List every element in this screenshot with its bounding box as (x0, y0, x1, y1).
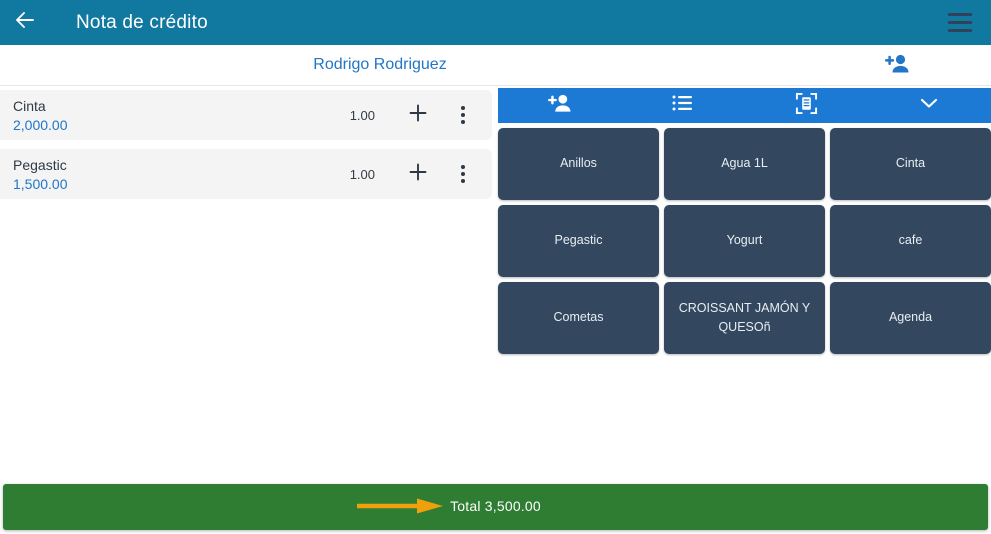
menu-bar-3 (948, 29, 972, 32)
cart-list: Cinta 2,000.00 1.00 Pegastic 1,500.00 1.… (0, 90, 492, 208)
cart-item-texts: Pegastic 1,500.00 (13, 157, 68, 192)
more-vertical-icon (461, 106, 465, 110)
product-tile[interactable]: Cometas (498, 282, 659, 354)
product-grid: Anillos Agua 1L Cinta Pegastic Yogurt ca… (498, 128, 991, 354)
plus-icon (406, 101, 430, 130)
back-arrow-icon (13, 8, 37, 37)
product-tile[interactable]: Agenda (830, 282, 991, 354)
more-vertical-dot (461, 113, 465, 117)
product-tile[interactable]: Pegastic (498, 205, 659, 277)
more-vertical-dot (461, 179, 465, 183)
table-row[interactable]: Cinta 2,000.00 1.00 (0, 90, 492, 140)
product-panel: Anillos Agua 1L Cinta Pegastic Yogurt ca… (498, 88, 991, 354)
cart-item-price: 1,500.00 (13, 175, 68, 192)
total-amount-label: Total 3,500.00 (450, 498, 541, 514)
cart-item-quantity: 1.00 (349, 107, 375, 123)
page-title: Nota de crédito (76, 11, 208, 33)
cart-item-price: 2,000.00 (13, 116, 68, 133)
product-tile[interactable]: CROISSANT JAMÓN Y QUESOñ (664, 282, 825, 354)
toolbar-scan-button[interactable] (745, 88, 868, 123)
product-tile[interactable]: Agua 1L (664, 128, 825, 200)
more-vertical-dot (461, 120, 465, 124)
back-button[interactable] (2, 0, 48, 45)
product-tile[interactable]: Yogurt (664, 205, 825, 277)
plus-icon (406, 160, 430, 189)
document-scan-icon (795, 92, 818, 120)
cart-item-menu-button[interactable] (450, 100, 476, 130)
increase-quantity-button[interactable] (403, 159, 433, 189)
customer-strip: Rodrigo Rodriguez (0, 45, 991, 86)
add-customer-button[interactable] (880, 52, 914, 80)
customer-name[interactable]: Rodrigo Rodriguez (313, 56, 447, 73)
more-vertical-icon (461, 165, 465, 169)
hamburger-menu-icon[interactable] (945, 8, 975, 38)
menu-bar-1 (948, 13, 972, 16)
add-person-icon (546, 93, 573, 119)
product-toolbar (498, 88, 991, 123)
cart-item-menu-button[interactable] (450, 159, 476, 189)
toolbar-expand-button[interactable] (868, 88, 991, 123)
annotation-arrow-icon (355, 497, 445, 515)
product-tile[interactable]: Cinta (830, 128, 991, 200)
more-vertical-dot (461, 172, 465, 176)
menu-bar-2 (948, 21, 972, 24)
product-tile[interactable]: cafe (830, 205, 991, 277)
cart-item-name: Pegastic (13, 156, 67, 173)
cart-item-texts: Cinta 2,000.00 (13, 98, 68, 133)
toolbar-list-button[interactable] (621, 88, 744, 123)
table-row[interactable]: Pegastic 1,500.00 1.00 (0, 149, 492, 199)
total-bar[interactable]: Total 3,500.00 (3, 484, 988, 530)
cart-item-quantity: 1.00 (349, 166, 375, 182)
cart-item-name: Cinta (13, 97, 46, 114)
product-tile[interactable]: Anillos (498, 128, 659, 200)
app-bar: Nota de crédito (0, 0, 991, 45)
increase-quantity-button[interactable] (403, 100, 433, 130)
list-icon (672, 94, 694, 117)
add-person-icon (883, 53, 911, 80)
toolbar-add-customer-button[interactable] (498, 88, 621, 123)
chevron-down-icon (918, 96, 940, 115)
